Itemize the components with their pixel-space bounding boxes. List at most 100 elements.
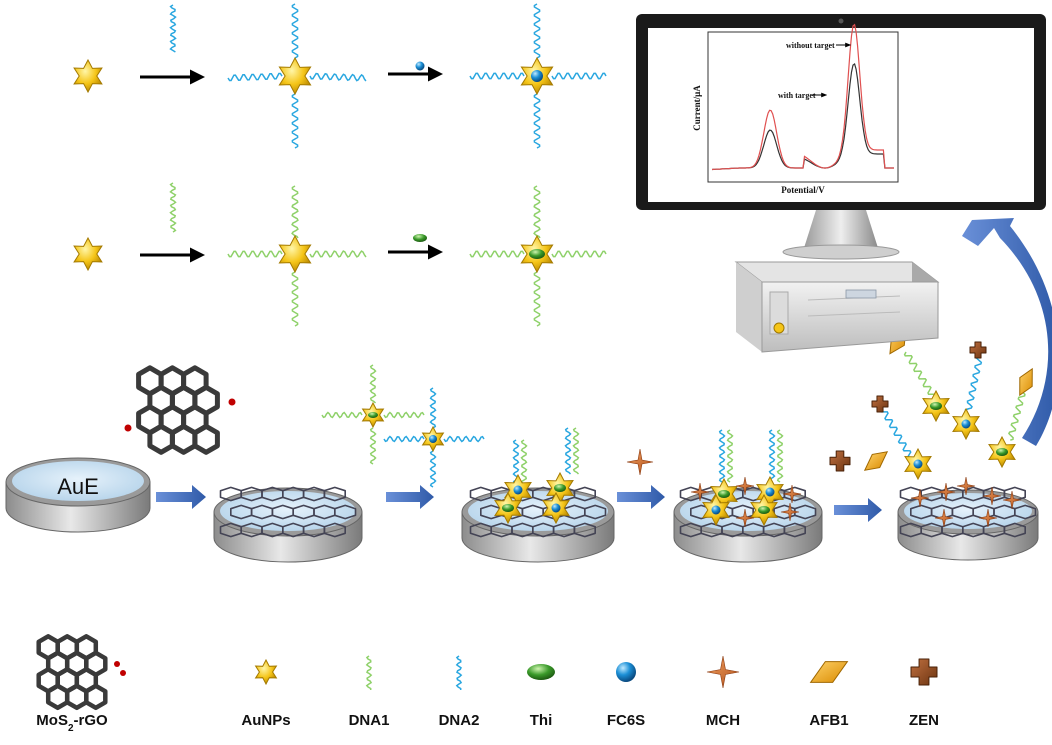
mos2-rgo-sheet xyxy=(136,365,220,455)
dna-strand xyxy=(964,355,983,412)
mch-star xyxy=(1002,490,1022,510)
fc6s-ball xyxy=(415,61,425,71)
fc6s-ball xyxy=(711,505,721,515)
legend-label-dna2: DNA2 xyxy=(439,712,480,729)
afb1-diamond xyxy=(863,451,889,471)
dna-strand xyxy=(369,364,377,404)
dna-strand xyxy=(533,93,541,149)
curve-without-target xyxy=(711,23,894,171)
dna-strand xyxy=(369,427,377,465)
process-arrows xyxy=(156,485,882,522)
mch-star xyxy=(626,448,654,476)
legend-label-zen: ZEN xyxy=(909,712,939,729)
mos2-rgo-sheet xyxy=(36,634,108,711)
aunp-star xyxy=(73,236,103,272)
mch-star xyxy=(978,508,998,528)
legend-label-aunps: AuNPs xyxy=(241,712,290,729)
thi-ellipse xyxy=(529,249,545,259)
fc6s-ball xyxy=(961,419,971,429)
monitor: without target with target Current/μA Po… xyxy=(636,14,1046,260)
dna-strand xyxy=(383,435,425,443)
legend: MoS2-rGO AuNPs DNA1 DNA2 Thi FC6S MCH AF… xyxy=(36,712,939,734)
dna-strand xyxy=(321,411,363,419)
dna-strand xyxy=(227,72,283,82)
dna-strand xyxy=(551,72,607,80)
dna-strand xyxy=(291,93,299,149)
dna-strand xyxy=(169,4,177,53)
dna-strand xyxy=(309,72,367,82)
dna-strand xyxy=(533,271,541,327)
mch-star xyxy=(780,502,800,522)
legend-icons xyxy=(36,634,938,711)
thi-ellipse xyxy=(996,448,1008,456)
dna-strand xyxy=(718,429,726,483)
mch-star xyxy=(690,482,710,502)
fc6s-ball xyxy=(513,485,523,495)
dna-strand xyxy=(726,429,734,483)
thi-ellipse xyxy=(758,506,770,514)
dna-strand xyxy=(533,185,541,239)
legend-dna2-icon xyxy=(455,655,463,690)
thi-ellipse xyxy=(413,234,427,242)
dna-strand xyxy=(533,3,541,59)
legend-aunp-icon xyxy=(254,658,278,686)
mch-star xyxy=(910,488,930,508)
dna-strand xyxy=(903,351,937,399)
dna-strand xyxy=(564,427,572,475)
feedback-arrow xyxy=(962,218,1052,446)
legend-dna1-icon xyxy=(365,655,373,690)
dna-strand xyxy=(169,182,177,233)
dna-strand xyxy=(520,439,528,487)
legend-label-mos2-rgo: MoS2-rGO xyxy=(36,712,108,734)
dna-strand xyxy=(443,435,485,443)
aunp-star xyxy=(278,56,312,96)
dna-strand xyxy=(776,429,784,483)
zen-cross xyxy=(829,450,851,472)
mos2-rgo-sheet xyxy=(219,486,357,538)
electrode-label: AuE xyxy=(57,474,99,499)
thi-ellipse xyxy=(718,490,730,498)
bare-electrode xyxy=(5,457,151,533)
thi-ellipse xyxy=(502,504,514,512)
y-axis-label: Current/μA xyxy=(692,85,702,131)
legend-label-dna1: DNA1 xyxy=(349,712,390,729)
afb1-diamond xyxy=(809,661,849,683)
dna-strand xyxy=(469,72,525,80)
zen-cross xyxy=(969,341,987,359)
fc6s-ball xyxy=(531,70,543,82)
dna-strand xyxy=(227,250,283,258)
dna-strand xyxy=(429,387,437,429)
dna-strand xyxy=(768,429,776,483)
dna-strand xyxy=(291,271,299,327)
legend-label-afb1: AFB1 xyxy=(809,712,848,729)
electrochemical-workstation xyxy=(734,261,940,353)
thi-ellipse xyxy=(930,402,942,410)
dna-strand xyxy=(429,450,437,488)
surface-graphene xyxy=(219,486,357,538)
fc6s-ball xyxy=(765,487,775,497)
detection-electrode xyxy=(897,489,1039,561)
x-axis-label: Potential/V xyxy=(781,185,825,195)
dna-strand xyxy=(551,250,607,258)
thi-ellipse xyxy=(527,664,555,680)
zen-cross xyxy=(871,395,889,413)
legend-label-fc6s: FC6S xyxy=(607,712,645,729)
fc6s-ball xyxy=(913,459,923,469)
dna-strand xyxy=(572,427,580,475)
voltammogram-frame xyxy=(707,31,899,183)
thi-ellipse xyxy=(554,484,566,492)
mch-star xyxy=(706,655,740,689)
mch-star xyxy=(936,482,956,502)
aunp-star xyxy=(278,234,312,274)
dna-strand xyxy=(383,411,425,419)
legend-label-thi: Thi xyxy=(530,712,553,729)
zen-cross xyxy=(910,658,938,686)
mch-star xyxy=(735,476,755,496)
fc6s-ball xyxy=(551,503,561,513)
fc6s-ball xyxy=(616,662,636,682)
mch-star xyxy=(956,476,976,496)
mch-star xyxy=(735,508,755,528)
dna-strand xyxy=(291,185,299,239)
